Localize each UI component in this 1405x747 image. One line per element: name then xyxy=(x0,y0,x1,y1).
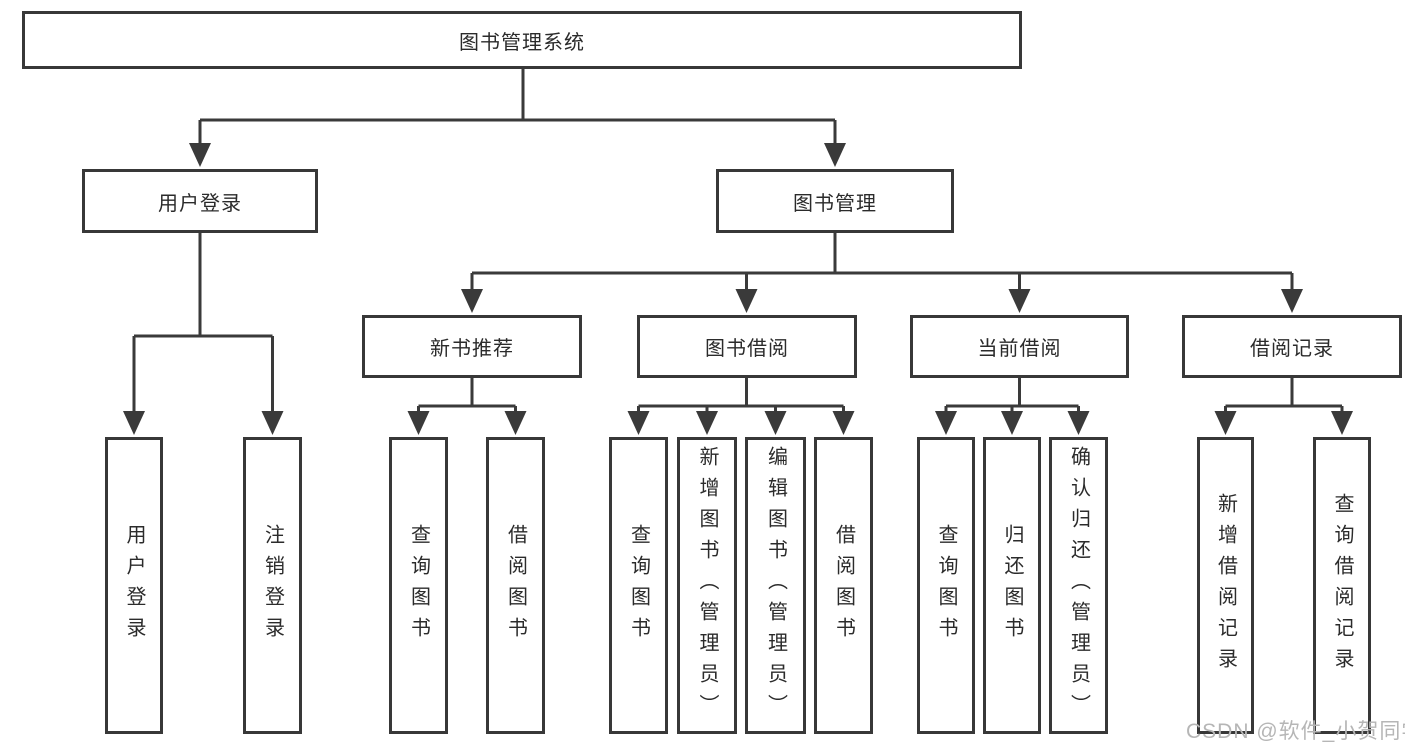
leaf-current-query-book: 查询图书 xyxy=(917,437,975,734)
node-borrow-record: 借阅记录 xyxy=(1182,315,1402,378)
node-book-management-label: 图书管理 xyxy=(793,192,877,215)
node-borrow-record-label: 借阅记录 xyxy=(1250,338,1334,360)
node-new-book-recommend-label: 新书推荐 xyxy=(430,338,514,360)
leaf-borrow-edit-book-admin-label: 编辑图书（管理员） xyxy=(764,446,787,725)
node-root: 图书管理系统 xyxy=(22,11,1022,69)
leaf-user-login-label: 用户登录 xyxy=(123,523,145,648)
connector-root-to-level2 xyxy=(189,68,846,167)
leaf-logout: 注销登录 xyxy=(243,437,302,734)
leaf-borrow-edit-book-admin: 编辑图书（管理员） xyxy=(745,437,806,734)
connector-book-borrow-branch xyxy=(627,378,855,435)
leaf-borrow-borrow-book-label: 借阅图书 xyxy=(832,523,855,648)
leaf-record-add-record: 新增借阅记录 xyxy=(1197,437,1254,734)
leaf-recommend-borrow-book-label: 借阅图书 xyxy=(504,523,527,648)
leaf-current-return-book-label: 归还图书 xyxy=(1001,523,1023,648)
node-book-management: 图书管理 xyxy=(716,169,954,233)
watermark: CSDN @软件_小贺同学 xyxy=(1186,720,1405,743)
node-book-borrow: 图书借阅 xyxy=(637,315,857,378)
node-new-book-recommend: 新书推荐 xyxy=(362,315,582,378)
connector-book-management-branch xyxy=(461,232,1303,313)
node-root-label: 图书管理系统 xyxy=(459,31,585,54)
leaf-borrow-add-book-admin: 新增图书（管理员） xyxy=(677,437,737,734)
leaf-current-confirm-return-admin-label: 确认归还（管理员） xyxy=(1067,446,1090,725)
connector-user-login-branch xyxy=(123,232,284,435)
leaf-borrow-query-book: 查询图书 xyxy=(609,437,668,734)
node-user-login: 用户登录 xyxy=(82,169,318,233)
leaf-borrow-query-book-label: 查询图书 xyxy=(627,523,650,648)
leaf-current-return-book: 归还图书 xyxy=(983,437,1041,734)
node-user-login-label: 用户登录 xyxy=(158,192,242,215)
leaf-recommend-query-book-label: 查询图书 xyxy=(407,523,430,648)
node-current-borrow: 当前借阅 xyxy=(910,315,1129,378)
leaf-user-login: 用户登录 xyxy=(105,437,163,734)
leaf-record-add-record-label: 新增借阅记录 xyxy=(1214,492,1237,679)
leaf-recommend-borrow-book: 借阅图书 xyxy=(486,437,545,734)
leaf-logout-label: 注销登录 xyxy=(261,523,284,648)
connector-new-book-branch xyxy=(407,378,527,435)
leaf-record-query-record-label: 查询借阅记录 xyxy=(1331,492,1353,679)
leaf-current-query-book-label: 查询图书 xyxy=(935,523,957,648)
leaf-borrow-add-book-admin-label: 新增图书（管理员） xyxy=(696,446,718,725)
node-current-borrow-label: 当前借阅 xyxy=(977,338,1062,360)
leaf-current-confirm-return-admin: 确认归还（管理员） xyxy=(1049,437,1108,734)
leaf-record-query-record: 查询借阅记录 xyxy=(1313,437,1371,734)
connector-current-borrow-branch xyxy=(935,378,1090,435)
node-book-borrow-label: 图书借阅 xyxy=(705,338,789,360)
connector-borrow-record-branch xyxy=(1214,378,1353,435)
leaf-recommend-query-book: 查询图书 xyxy=(389,437,448,734)
leaf-borrow-borrow-book: 借阅图书 xyxy=(814,437,873,734)
